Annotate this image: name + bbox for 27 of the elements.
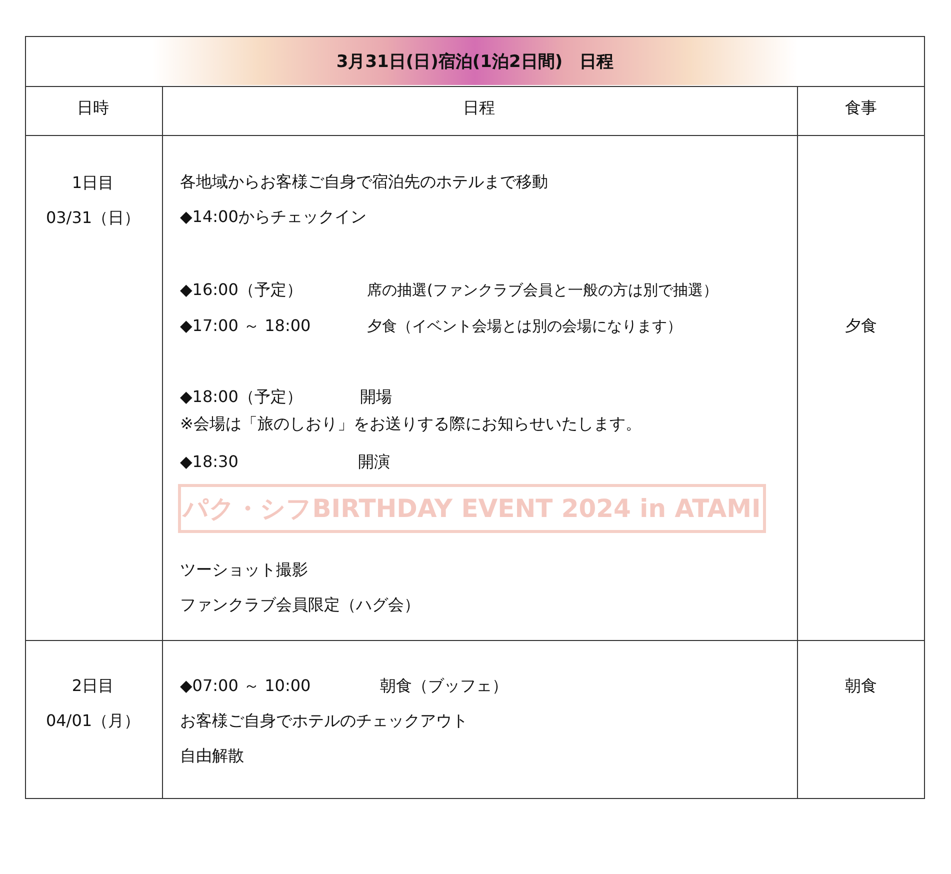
day-label: 2日目	[72, 675, 114, 697]
column-header: 食事	[845, 97, 877, 119]
time-label: ◆07:00 ～ 10:00	[180, 675, 311, 697]
time-label: ◆18:30	[180, 451, 238, 473]
schedule-text: 夕食（イベント会場とは別の会場になります）	[367, 316, 682, 337]
schedule-text: 朝食（ブッフェ）	[380, 675, 508, 697]
schedule-text: 開場	[360, 386, 392, 408]
schedule-text: ◆14:00からチェックイン	[180, 206, 366, 228]
note-text: ※会場は「旅のしおり」をお送りする際にお知らせいたします。	[180, 413, 642, 435]
schedule-text: 開演	[358, 451, 390, 473]
date-label: 03/31（日）	[46, 207, 140, 229]
event-banner: パク・シフBIRTHDAY EVENT 2024 in ATAMI	[178, 484, 766, 533]
meal-label: 夕食	[845, 315, 877, 337]
schedule-text: 席の抽選(ファンクラブ会員と一般の方は別で抽選）	[367, 280, 718, 301]
time-label: ◆17:00 ～ 18:00	[180, 315, 311, 337]
column-header: 日時	[77, 97, 109, 119]
meal-label: 朝食	[845, 675, 877, 697]
day-label: 1日目	[72, 172, 114, 194]
column-header: 日程	[463, 97, 495, 119]
time-label: ◆16:00（予定）	[180, 279, 302, 301]
schedule-text: 各地域からお客様ご自身で宿泊先のホテルまで移動	[180, 171, 548, 193]
date-label: 04/01（月）	[46, 710, 140, 732]
schedule-text: お客様ご自身でホテルのチェックアウト	[180, 710, 468, 732]
schedule-text: ツーショット撮影	[180, 559, 308, 581]
schedule-text: 自由解散	[180, 745, 244, 767]
schedule-text: ファンクラブ会員限定（ハグ会）	[180, 594, 420, 616]
time-label: ◆18:00（予定）	[180, 386, 302, 408]
